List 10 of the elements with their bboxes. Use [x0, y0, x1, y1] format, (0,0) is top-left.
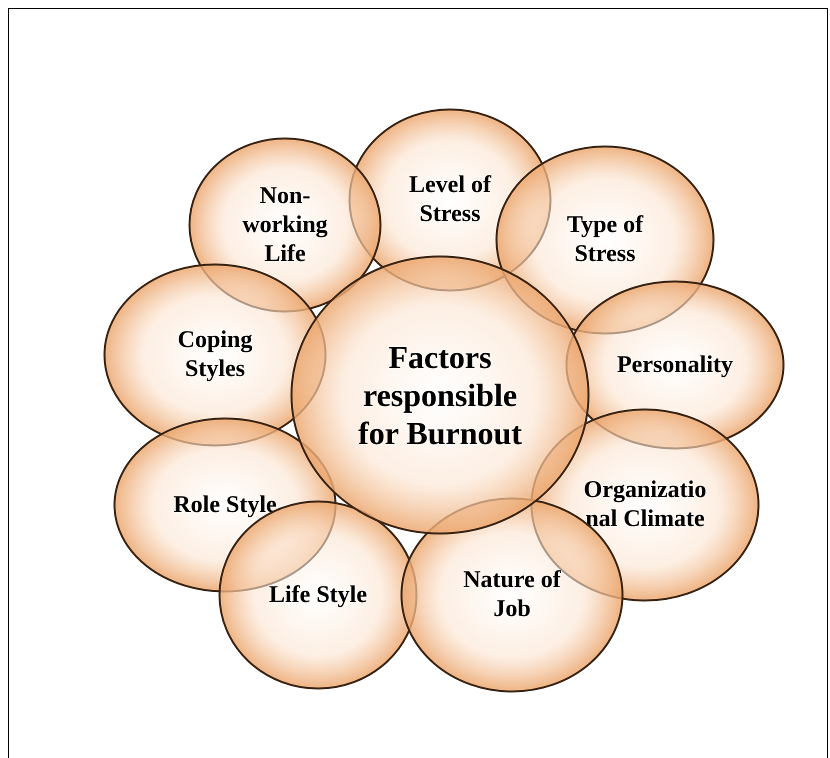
center-title: Factors responsible for Burnout	[357, 338, 523, 452]
factor-label: Organizatio nal Climate	[582, 476, 708, 534]
factor-label: Coping Styles	[176, 326, 254, 384]
factor-label: Level of Stress	[408, 171, 492, 229]
factor-label: Nature of Job	[462, 566, 562, 624]
factor-label: Type of Stress	[566, 211, 644, 269]
factor-label: Non- working Life	[241, 182, 329, 268]
factor-label: Life Style	[269, 580, 367, 610]
factor-label: Personality	[617, 350, 733, 380]
factor-label: Role Style	[173, 490, 277, 520]
